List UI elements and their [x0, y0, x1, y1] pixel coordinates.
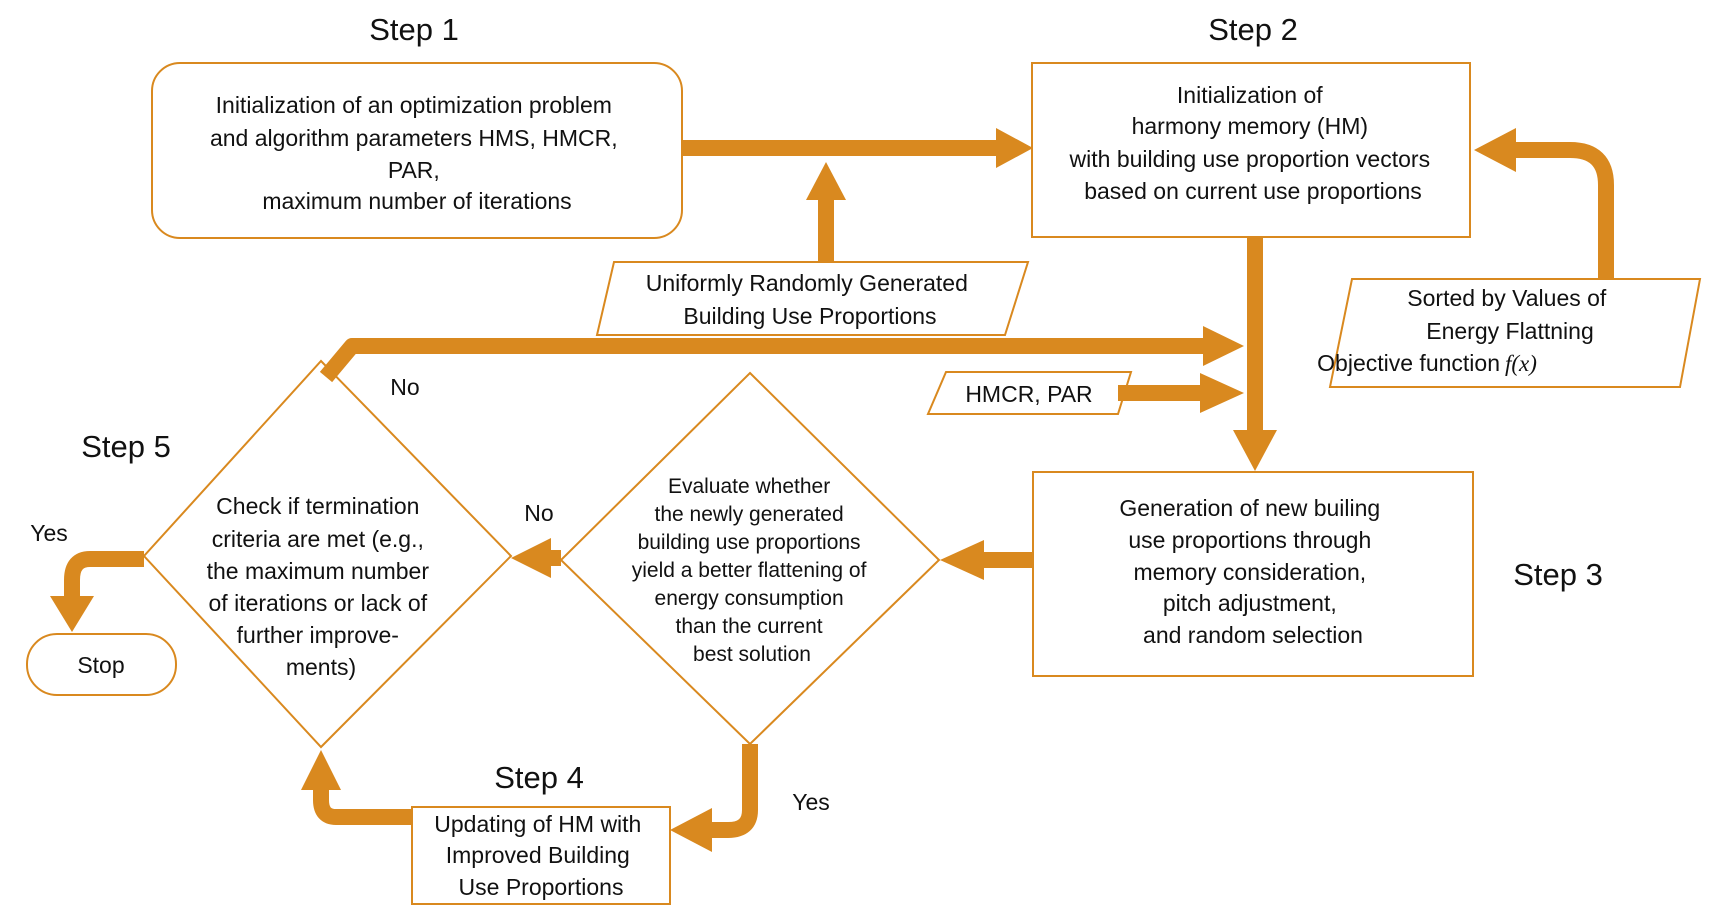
random-input-line-2: Building Use Proportions	[683, 303, 936, 329]
edge-label-no-top: No	[390, 374, 419, 400]
arrowhead-update-to-check	[301, 750, 341, 790]
random-input-line-1: Uniformly Randomly Generated	[646, 270, 968, 296]
step-5-label: Step 5	[81, 429, 171, 464]
evaluate-line-6: than the current	[676, 615, 823, 638]
arrowhead-random-to-main	[806, 162, 846, 200]
arrowhead-sorted-to-hm	[1474, 128, 1516, 172]
evaluate-line-2: the newly generated	[655, 503, 844, 526]
sorted-input-text: Sorted by Values of Energy Flattning	[1407, 285, 1612, 344]
init-problem-line-4: maximum number of iterations	[262, 188, 571, 214]
evaluate-text: Evaluate whether the newly generated bui…	[632, 475, 873, 666]
hmcr-par-text: HMCR, PAR	[965, 381, 1092, 407]
hmcr-par-parallelogram	[926, 371, 1133, 415]
generation-line-1: Generation of new builing	[1119, 495, 1380, 521]
generation-text: Generation of new builing use proportion…	[1119, 495, 1386, 648]
arrowhead-generation-to-evaluate	[940, 540, 984, 580]
update-line-2: Improved Building	[446, 842, 630, 868]
check-line-2: criteria are met (e.g.,	[212, 526, 424, 552]
init-problem-text: Initialization of an optimization proble…	[210, 92, 624, 214]
step-4-label: Step 4	[494, 760, 584, 795]
generation-line-3: memory consideration,	[1133, 559, 1366, 585]
evaluate-line-1: Evaluate whether	[668, 475, 830, 498]
check-line-6: ments)	[286, 654, 356, 680]
init-hm-line-1: Initialization of	[1177, 82, 1323, 108]
step-2-label: Step 2	[1208, 12, 1298, 47]
check-line-1: Check if termination	[216, 493, 419, 519]
arrowhead-hm-to-generation	[1233, 430, 1277, 471]
init-hm-line-3: with building use proportion vectors	[1069, 146, 1431, 172]
sorted-input-parallelogram	[1328, 278, 1702, 388]
init-hm-line-2: harmony memory (HM)	[1132, 113, 1368, 139]
arrowhead-check-no-loop	[1203, 326, 1244, 366]
edge-label-no-mid: No	[524, 500, 553, 526]
init-hm-line-4: based on current use proportions	[1084, 178, 1422, 204]
arrowhead-init-to-hm	[996, 128, 1033, 168]
update-line-1: Updating of HM with	[434, 811, 641, 837]
init-hm-box	[1031, 62, 1471, 238]
arrowhead-hmcr-to-main	[1200, 373, 1244, 413]
generation-line-2: use proportions through	[1128, 527, 1371, 553]
evaluate-line-5: energy consumption	[655, 587, 844, 610]
init-problem-line-2: and algorithm parameters HMS, HMCR,	[210, 125, 618, 151]
check-line-4: of iterations or lack of	[209, 590, 428, 616]
generation-line-5: and random selection	[1143, 622, 1363, 648]
arrow-sorted-to-hm	[1512, 142, 1614, 279]
random-input-parallelogram	[595, 261, 1030, 336]
stop-label: Stop	[77, 652, 124, 678]
init-problem-line-3: PAR,	[388, 157, 440, 183]
sorted-input-line-2: Energy Flattning	[1426, 318, 1593, 344]
random-input-text: Uniformly Randomly Generated Building Us…	[646, 270, 975, 329]
check-line-3: the maximum number	[207, 558, 430, 584]
arrow-evaluate-to-update	[710, 744, 758, 838]
sorted-input-line-1: Sorted by Values of	[1407, 285, 1607, 311]
arrowhead-check-to-stop	[50, 596, 94, 632]
arrowhead-evaluate-to-update	[670, 808, 712, 852]
arrow-update-to-check	[313, 787, 412, 825]
arrow-check-to-stop	[64, 551, 144, 600]
update-box	[411, 806, 671, 905]
generation-line-4: pitch adjustment,	[1163, 590, 1337, 616]
evaluate-line-3: building use proportions	[638, 531, 861, 554]
step-1-label: Step 1	[369, 12, 459, 47]
edge-label-yes-update: Yes	[792, 789, 830, 815]
objective-function-symbol: f(x)	[1505, 351, 1537, 376]
generation-box	[1032, 471, 1474, 677]
step-3-label: Step 3	[1513, 557, 1603, 592]
check-diamond	[142, 359, 513, 749]
arrowhead-evaluate-to-check	[511, 538, 551, 578]
sorted-input-line-3: Objective function	[1317, 350, 1500, 376]
edge-label-yes-stop: Yes	[30, 520, 68, 546]
arrow-check-no-loop	[319, 338, 1208, 383]
init-problem-line-1: Initialization of an optimization proble…	[216, 92, 612, 118]
evaluate-line-4: yield a better flattening of	[632, 559, 867, 582]
evaluate-line-7: best solution	[693, 643, 811, 666]
check-line-5: further improve-	[237, 622, 399, 648]
init-hm-text: Initialization of harmony memory (HM) wi…	[1069, 82, 1437, 204]
check-text: Check if termination criteria are met (e…	[207, 493, 436, 680]
update-line-3: Use Proportions	[459, 874, 624, 900]
stop-terminal	[26, 633, 177, 696]
update-text: Updating of HM with Improved Building Us…	[434, 811, 647, 900]
